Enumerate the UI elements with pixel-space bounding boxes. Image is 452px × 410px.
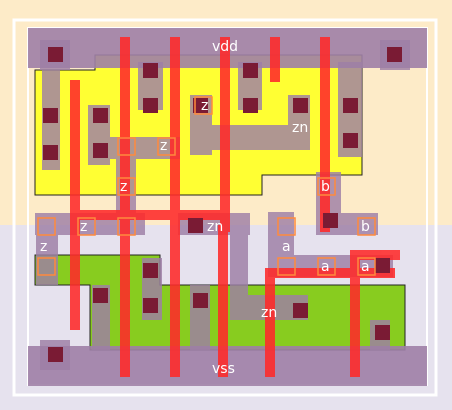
poly-gate-4 (220, 37, 230, 232)
contact (48, 347, 63, 362)
poly-layer (70, 37, 400, 377)
contact (193, 293, 208, 308)
contact (293, 98, 308, 113)
contact (43, 145, 58, 160)
contact (375, 258, 390, 273)
contact (93, 108, 108, 123)
metal-zn-strap-4 (230, 232, 248, 312)
via-marker (357, 257, 376, 276)
poly-strap-top (70, 210, 230, 220)
via-marker (117, 217, 136, 236)
contact (323, 213, 338, 228)
via-marker (117, 137, 136, 156)
via-marker (194, 96, 213, 115)
poly-gate-3 (170, 37, 180, 377)
contact (143, 98, 158, 113)
contact (48, 47, 63, 62)
contact (143, 298, 158, 313)
contact (243, 63, 258, 78)
contact-layer (43, 47, 402, 362)
via-layer (37, 96, 376, 276)
poly-gate-7 (350, 255, 360, 377)
poly-gate-5 (270, 37, 280, 82)
metal-z-strap-5 (36, 213, 58, 285)
contact (343, 98, 358, 113)
poly-gate-5-lower (265, 268, 275, 377)
via-marker (357, 217, 376, 236)
contact (43, 108, 58, 123)
via-marker (277, 217, 296, 236)
via-marker (77, 217, 96, 236)
poly-strap-right (350, 250, 400, 260)
via-marker (157, 137, 176, 156)
poly-gate-4-lower (218, 225, 228, 377)
contact (143, 63, 158, 78)
via-marker (317, 257, 336, 276)
contact (93, 288, 108, 303)
contact (293, 303, 308, 318)
contact (188, 218, 203, 233)
via-marker (117, 177, 136, 196)
poly-gate-1 (70, 80, 80, 330)
poly-gate-2 (120, 37, 130, 377)
via-marker (37, 257, 56, 276)
contact (387, 47, 402, 62)
contact (243, 98, 258, 113)
metal-z-strap-2 (88, 137, 180, 159)
contact (343, 133, 358, 148)
poly-strap-a (265, 268, 395, 278)
via-marker (317, 177, 336, 196)
via-marker (277, 257, 296, 276)
via-marker (37, 217, 56, 236)
contact (375, 325, 390, 340)
cell-boundary (12, 18, 438, 397)
poly-gate-6 (320, 37, 330, 232)
contact (193, 98, 208, 113)
contact (143, 263, 158, 278)
contact (93, 143, 108, 158)
